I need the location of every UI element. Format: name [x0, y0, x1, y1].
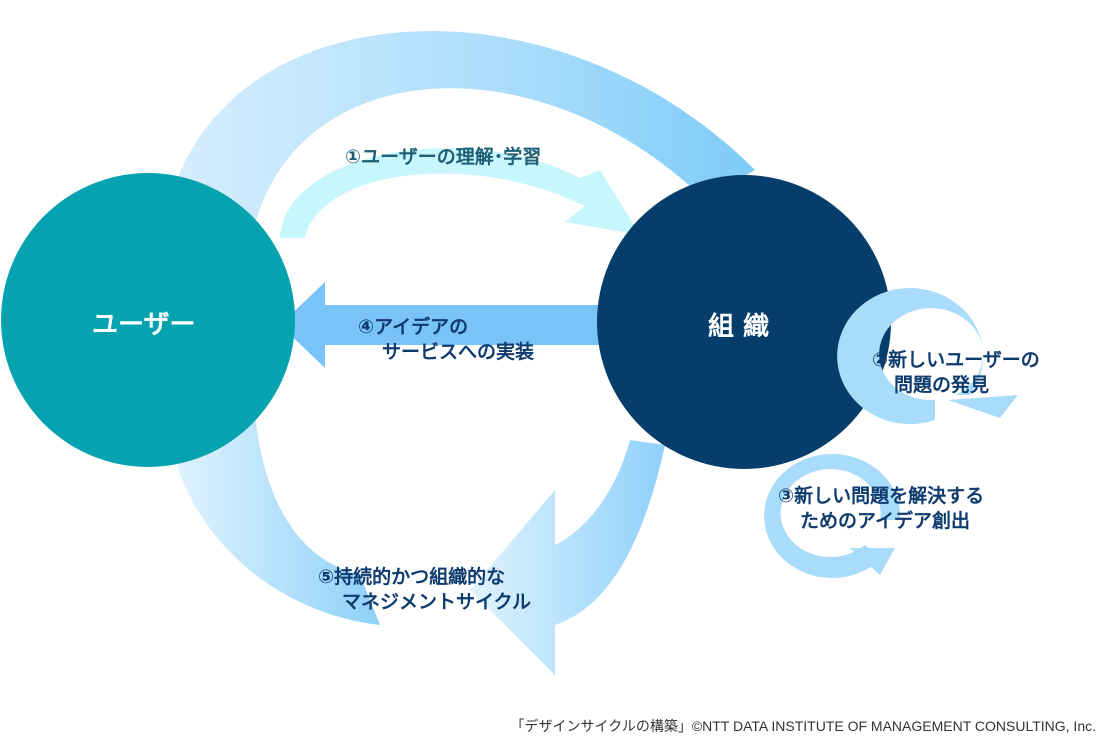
- management-cycle-arrow-bottom: [175, 415, 380, 625]
- step4-label-line2: サービスへの実装: [382, 340, 535, 363]
- problem-discovery-loop: [837, 288, 984, 425]
- step4-label: ④アイデアの サービスへの実装: [358, 315, 534, 364]
- step2-label-line1: ②新しいユーザーの: [872, 349, 1040, 371]
- step3-label-line2: ためのアイデア創出: [800, 509, 971, 532]
- user-circle: [1, 173, 295, 467]
- step3-label: ③新しい問題を解決する ためのアイデア創出: [778, 484, 984, 533]
- understanding-arrow: [280, 148, 640, 238]
- user-node-label: ユーザー: [92, 310, 196, 340]
- step2-label-line2: 問題の発見: [894, 373, 990, 396]
- management-cycle-arrowhead: [470, 440, 665, 675]
- step5-label-line2: マネジメントサイクル: [342, 590, 532, 613]
- copyright-caption: 「デザインサイクルの構築」©NTT DATA INSTITUTE OF MANA…: [510, 718, 1096, 734]
- idea-creation-loop: [764, 453, 901, 578]
- step3-label-line1: ③新しい問題を解決する: [778, 485, 985, 507]
- management-cycle-arrow-top: [175, 31, 755, 225]
- step5-label: ⑤持続的かつ組織的な マネジメントサイクル: [318, 565, 531, 614]
- implementation-arrow: [280, 282, 610, 368]
- step1-label: ①ユーザーの理解･学習: [345, 146, 542, 168]
- step5-label-line1: ⑤持続的かつ組織的な: [318, 566, 506, 588]
- organization-node-label: 組 織: [708, 312, 770, 342]
- step2-label: ②新しいユーザーの 問題の発見: [872, 348, 1040, 397]
- problem-discovery-loop-tail: [948, 395, 1018, 418]
- organization-circle: [597, 175, 891, 469]
- step4-label-line1: ④アイデアの: [358, 316, 469, 338]
- idea-creation-loop-tail: [850, 548, 895, 575]
